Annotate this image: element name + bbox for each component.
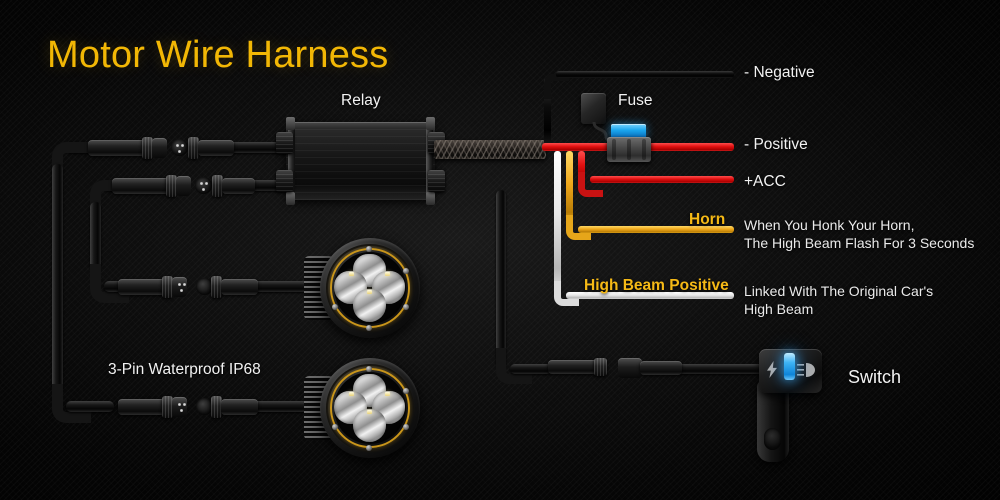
wire-label-acc: +ACC [744,173,786,190]
cable-inner-elbow-top [90,180,129,219]
wire-negative [556,71,734,78]
fuse-cap [581,93,606,124]
headlight-beam-icon [797,363,815,377]
wire-label-negative: - Negative [744,64,815,81]
switch-label: Switch [848,367,902,387]
cable-outer-elbow-bottom [52,384,91,423]
wire-negative-vertical [544,78,551,148]
wire-description-horn-line2: The High Beam Flash For 3 Seconds [744,235,975,251]
wire-label-high-beam-positive: High Beam Positive [584,277,729,294]
wire-label-positive: - Positive [744,136,808,153]
pod-lens-face-2 [334,372,406,444]
connector-male-3 [118,276,196,298]
cable-outer-left [52,164,63,390]
connector-switch-female [548,358,618,381]
led-light-pod-2 [304,358,420,458]
lightning-bolt-icon [767,361,777,378]
connector-spec-label: 3-Pin Waterproof IP68 [108,361,261,378]
relay-port-left-2 [276,170,293,192]
cable-switch-elbow [496,348,532,384]
connector-female-1 [88,137,168,159]
cable-inner-elbow-bottom [90,264,129,303]
wire-horn [578,226,734,233]
cable-switch-horizontal-b [676,364,764,374]
connector-male-2 [195,175,255,197]
cable-outer-elbow-top [52,142,91,181]
cable-switch-vertical [496,190,506,368]
fuse-label: Fuse [618,92,653,109]
wire-acc-elbow [578,172,603,197]
connector-female-3 [196,276,258,298]
braided-sleeve [434,140,546,159]
switch-led-indicator [784,353,795,380]
cable-relay-lead-2 [236,180,292,191]
switch-bracket-hole [764,428,781,450]
connector-male-4 [118,396,196,418]
led-light-pod-1 [304,238,420,338]
relay-label: Relay [341,92,381,109]
wire-label-horn: Horn [689,211,726,228]
connector-female-4 [196,396,258,418]
page-title: Motor Wire Harness [47,34,389,76]
wire-description-highbeam-line1: Linked With The Original Car's [744,283,934,299]
cable-switch-horizontal-a [510,364,552,374]
relay-module [286,117,435,205]
cable-relay-lead-1 [218,142,292,153]
wire-highbeam-vertical [554,151,561,289]
pod-lens-face-1 [334,252,406,324]
connector-switch-male [618,357,682,379]
wire-horn-vertical [566,151,573,223]
fuse-blade [611,124,646,139]
connector-female-2 [112,175,192,197]
relay-port-left-1 [276,132,293,154]
wire-acc [590,176,734,183]
relay-port-right-2 [428,170,445,192]
fuse-holder [607,137,651,162]
wire-highbeam [566,292,734,299]
wire-acc-vertical [578,151,585,183]
wire-highbeam-elbow [554,281,579,306]
cable-outer-bottom [66,401,114,412]
wire-horn-elbow [566,215,591,240]
cable-inner-left [90,202,101,270]
switch-mounting-bracket [757,380,789,462]
cable-pod-lead-2 [228,401,308,412]
connector-male-1 [171,137,235,159]
wire-description-horn-line1: When You Honk Your Horn, [744,217,915,233]
cable-pod-lead-1 [228,281,308,292]
wire-description-highbeam-line2: High Beam [744,301,814,317]
